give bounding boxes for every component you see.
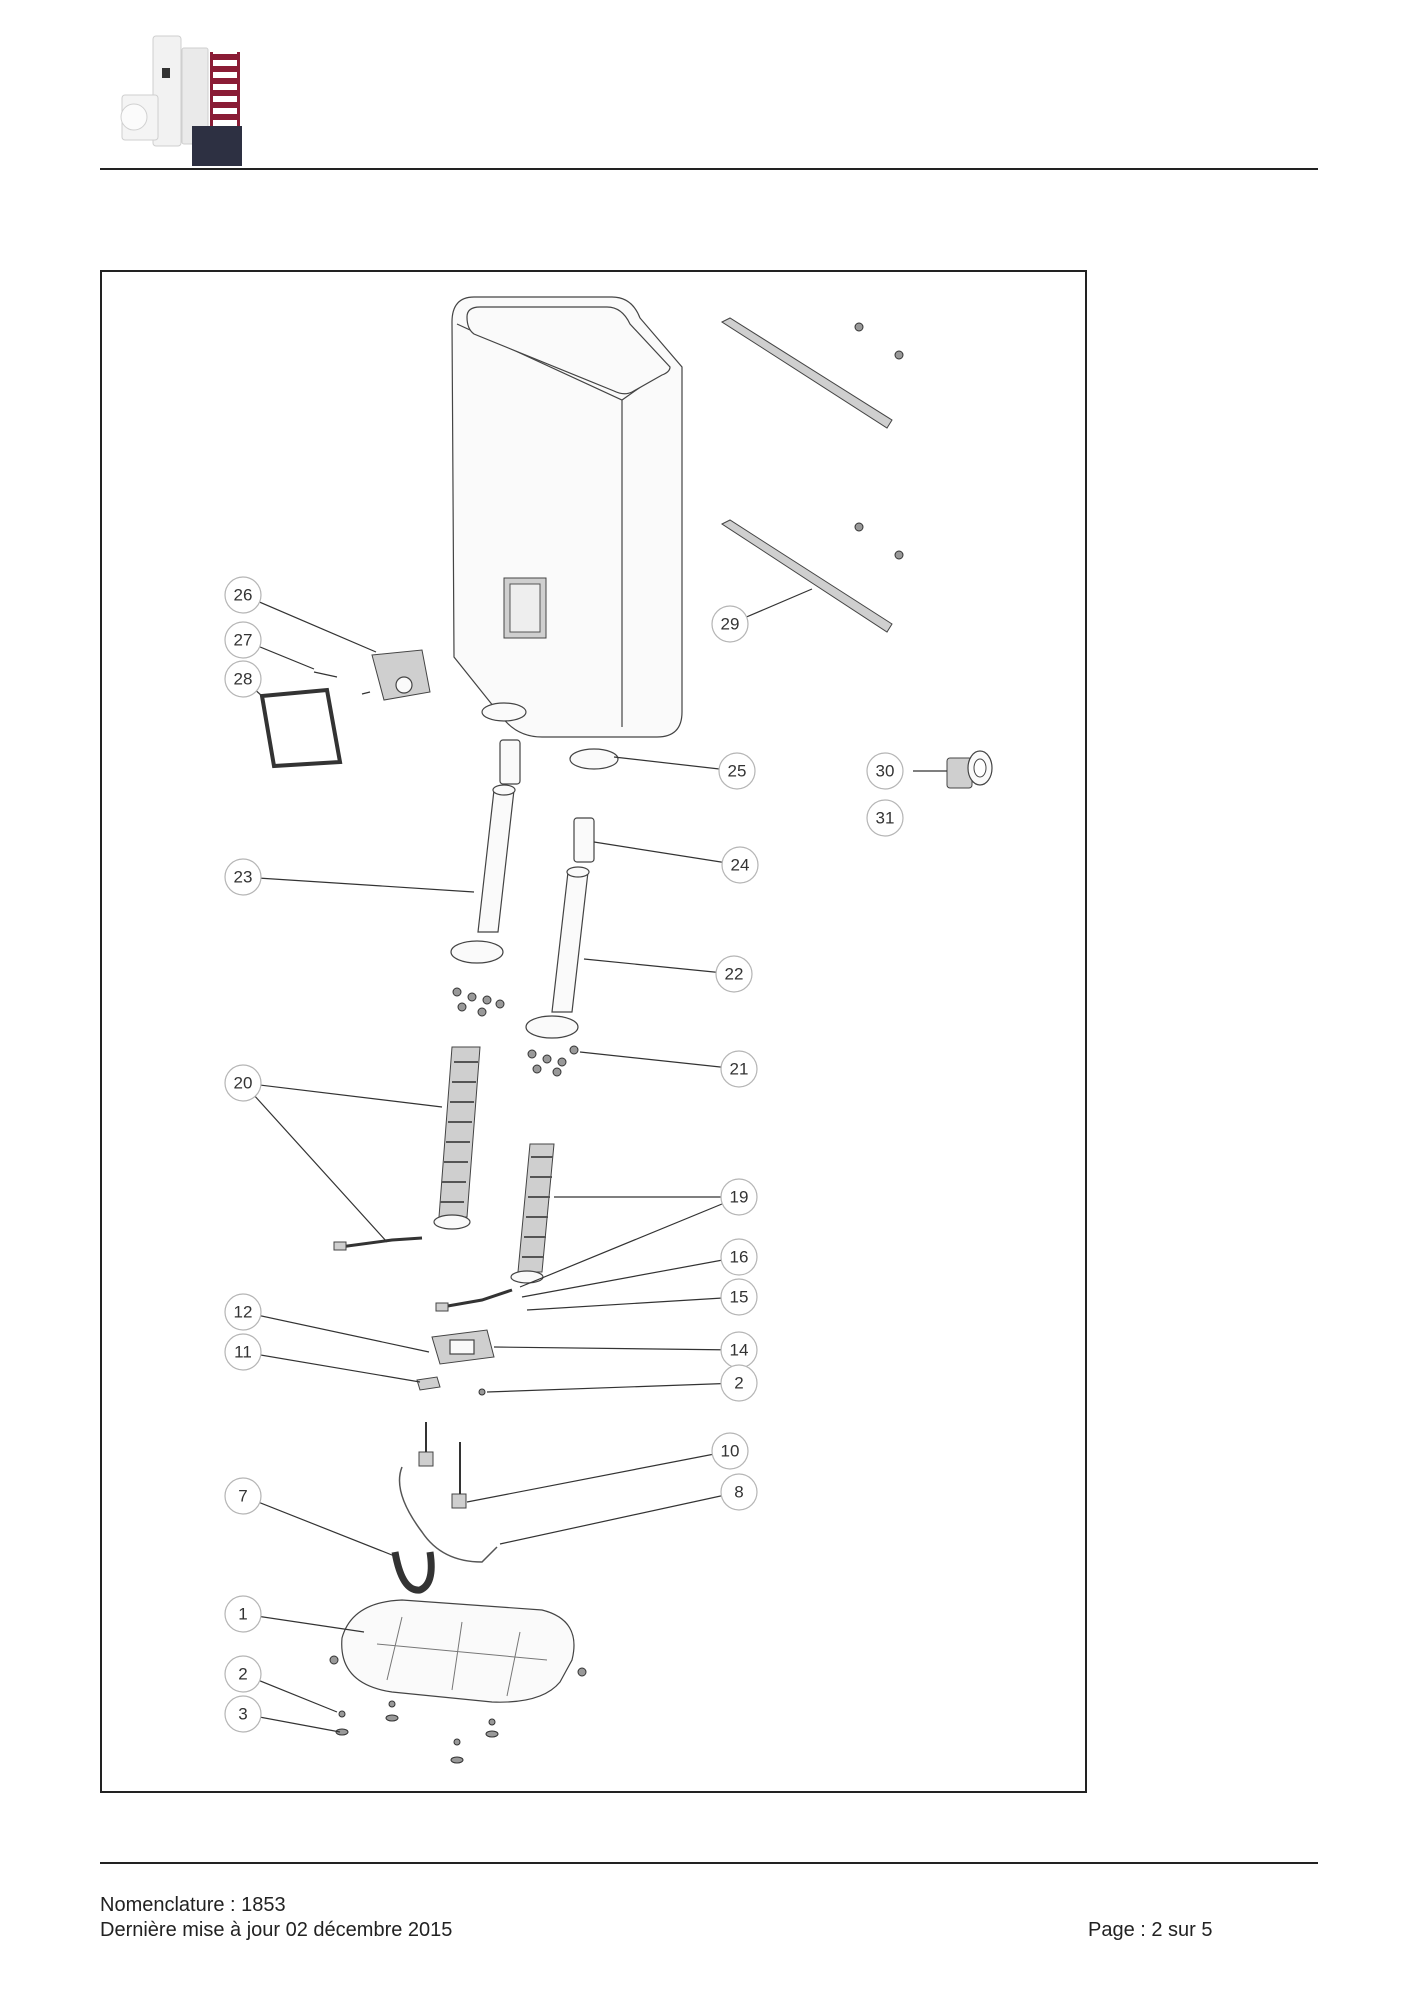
bottom-cover bbox=[329, 1599, 587, 1703]
callout-12: 12 bbox=[224, 1293, 262, 1331]
last-update-label: Dernière mise à jour 02 décembre 2015 bbox=[100, 1919, 453, 1941]
svg-text:24: 24 bbox=[731, 856, 750, 875]
header-rule bbox=[100, 168, 1318, 170]
wall-bracket-upper bbox=[720, 317, 904, 429]
callout-14: 14 bbox=[720, 1331, 758, 1369]
svg-text:10: 10 bbox=[721, 1442, 740, 1461]
sheath-22 bbox=[525, 866, 590, 1039]
footer-rule bbox=[100, 1862, 1318, 1864]
callout-15: 15 bbox=[720, 1278, 758, 1316]
svg-text:28: 28 bbox=[234, 670, 253, 689]
callout-19: 19 bbox=[720, 1178, 758, 1216]
callout-23: 23 bbox=[224, 858, 262, 896]
exploded-parts-diagram: 26 27 28 29 25 30 31 24 23 22 21 20 19 1… bbox=[100, 270, 1087, 1793]
callout-2-upper: 2 bbox=[720, 1364, 758, 1402]
svg-text:25: 25 bbox=[728, 762, 747, 781]
svg-text:22: 22 bbox=[725, 965, 744, 984]
svg-text:12: 12 bbox=[234, 1303, 253, 1322]
svg-text:31: 31 bbox=[876, 809, 895, 828]
svg-text:21: 21 bbox=[730, 1060, 749, 1079]
wall-bracket-lower bbox=[720, 519, 904, 633]
svg-text:2: 2 bbox=[238, 1665, 247, 1684]
heating-element-19 bbox=[510, 1143, 555, 1284]
callout-27: 27 bbox=[224, 621, 262, 659]
callout-29: 29 bbox=[711, 605, 749, 643]
sheath-23 bbox=[450, 784, 516, 964]
svg-text:19: 19 bbox=[730, 1188, 749, 1207]
water-heater-tank bbox=[451, 296, 683, 738]
svg-text:8: 8 bbox=[734, 1483, 743, 1502]
callout-31: 31 bbox=[866, 799, 904, 837]
anode-23-top bbox=[499, 739, 521, 785]
callout-10: 10 bbox=[711, 1432, 749, 1470]
heating-products-logo bbox=[100, 30, 275, 170]
callout-22: 22 bbox=[715, 955, 753, 993]
callout-2-lower: 2 bbox=[224, 1655, 262, 1693]
callout-24: 24 bbox=[721, 846, 759, 884]
callout-20: 20 bbox=[224, 1064, 262, 1102]
callout-16: 16 bbox=[720, 1238, 758, 1276]
svg-text:30: 30 bbox=[876, 762, 895, 781]
callout-3: 3 bbox=[224, 1695, 262, 1733]
svg-text:16: 16 bbox=[730, 1248, 749, 1267]
control-box bbox=[313, 649, 431, 701]
callout-30: 30 bbox=[866, 752, 904, 790]
svg-text:2: 2 bbox=[734, 1374, 743, 1393]
callout-11: 11 bbox=[224, 1333, 262, 1371]
nomenclature-label: Nomenclature : 1853 bbox=[100, 1894, 286, 1916]
thermostat bbox=[398, 1422, 498, 1563]
dielectric-union bbox=[946, 750, 993, 789]
callout-7: 7 bbox=[224, 1477, 262, 1515]
page-number: Page : 2 sur 5 bbox=[1088, 1919, 1213, 1941]
heating-element-20 bbox=[433, 1046, 481, 1230]
svg-text:14: 14 bbox=[730, 1341, 749, 1360]
callout-21: 21 bbox=[720, 1050, 758, 1088]
svg-text:7: 7 bbox=[238, 1487, 247, 1506]
callout-25: 25 bbox=[718, 752, 756, 790]
cable-gland bbox=[391, 1551, 435, 1594]
svg-text:23: 23 bbox=[234, 868, 253, 887]
callout-28: 28 bbox=[224, 660, 262, 698]
svg-text:1: 1 bbox=[238, 1605, 247, 1624]
svg-text:15: 15 bbox=[730, 1288, 749, 1307]
svg-text:20: 20 bbox=[234, 1074, 253, 1093]
callout-8: 8 bbox=[720, 1473, 758, 1511]
svg-text:11: 11 bbox=[234, 1343, 252, 1362]
thermostat-support bbox=[431, 1329, 495, 1365]
svg-text:3: 3 bbox=[238, 1705, 247, 1724]
display-frame bbox=[259, 687, 343, 769]
callout-26: 26 bbox=[224, 576, 262, 614]
anode-24 bbox=[573, 817, 595, 863]
callout-1: 1 bbox=[224, 1595, 262, 1633]
svg-text:27: 27 bbox=[234, 631, 253, 650]
svg-text:26: 26 bbox=[234, 586, 253, 605]
svg-text:29: 29 bbox=[721, 615, 740, 634]
